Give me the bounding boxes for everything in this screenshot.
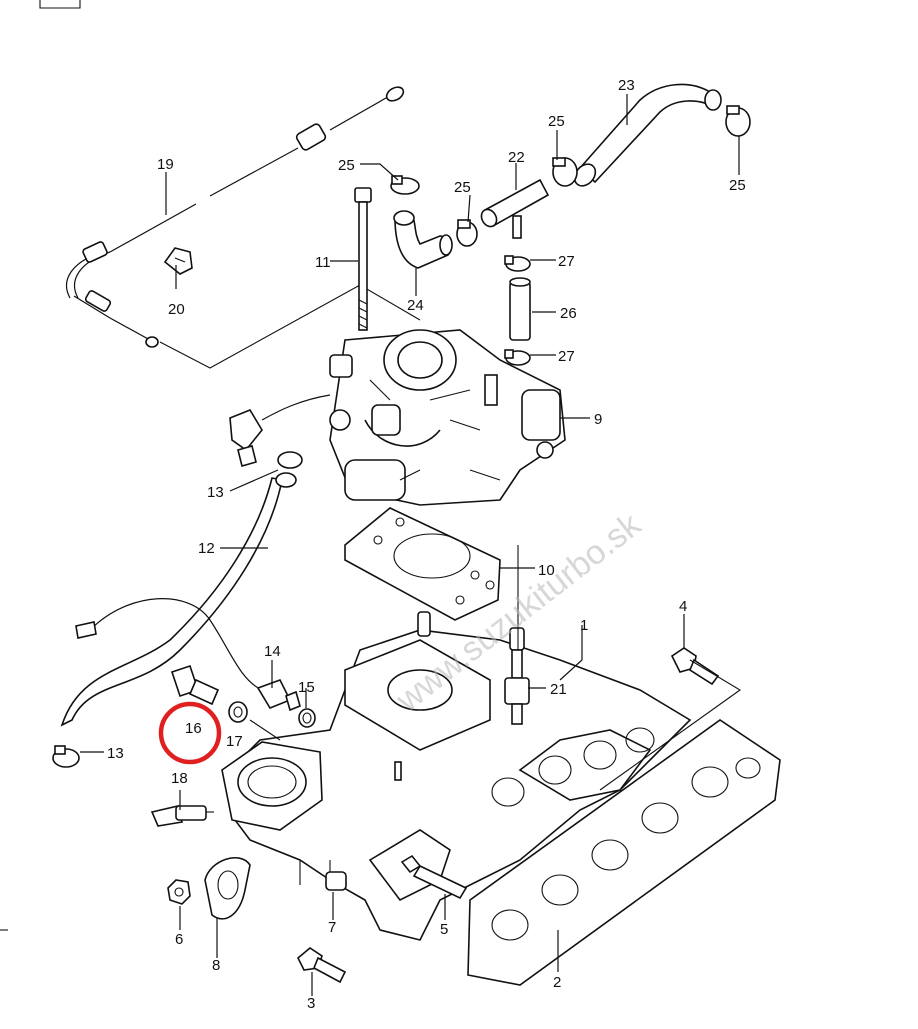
callout-labels: 1 2 3 4 5 6 7 8 9 10 11 12 13 13 14 15 1… <box>107 77 746 1012</box>
callout-2: 2 <box>553 974 561 991</box>
callout-17: 17 <box>226 733 243 750</box>
callout-24: 24 <box>407 297 424 314</box>
bolt-11 <box>354 187 372 331</box>
washer-17 <box>228 701 248 723</box>
hose-12 <box>60 472 297 727</box>
hose-clamp-27-b <box>504 349 531 366</box>
bolt-4 <box>670 647 720 686</box>
hose-clamp-13-b <box>52 745 80 768</box>
hose-clamp-25-b <box>456 219 478 247</box>
corner-marks <box>0 0 81 931</box>
callout-27-b: 27 <box>558 348 575 365</box>
alignment-lines <box>249 659 742 791</box>
callout-20: 20 <box>168 301 185 318</box>
callout-10: 10 <box>538 562 555 579</box>
callout-14: 14 <box>264 643 281 660</box>
callout-9: 9 <box>594 411 602 428</box>
callout-25-c: 25 <box>548 113 565 130</box>
callout-25-b: 25 <box>454 179 471 196</box>
callout-23: 23 <box>618 77 635 94</box>
wire-harness <box>75 598 263 691</box>
callout-13-lower: 13 <box>107 745 124 762</box>
hose-clamp-25-a <box>390 175 420 195</box>
callout-22: 22 <box>508 149 525 166</box>
callout-21: 21 <box>550 681 567 698</box>
carburetor <box>229 329 566 506</box>
callout-8: 8 <box>212 957 220 974</box>
washer-15 <box>298 708 316 728</box>
callout-19: 19 <box>157 156 174 173</box>
callout-5: 5 <box>440 921 448 938</box>
gasket-8 <box>204 856 251 920</box>
hose-clamp-25-c <box>552 157 578 187</box>
callout-12: 12 <box>198 540 215 557</box>
hose-clamp-13-a <box>277 451 303 469</box>
stud-21 <box>504 545 530 725</box>
callout-11: 11 <box>315 254 331 271</box>
gasket-10 <box>344 507 501 621</box>
callout-15: 15 <box>298 679 315 696</box>
hose-clamp-25-d <box>725 105 751 137</box>
pipe-22 <box>480 178 550 239</box>
callout-6: 6 <box>175 931 183 948</box>
highlight-ring <box>158 701 222 765</box>
hose-24 <box>393 210 453 269</box>
gasket-2 <box>467 719 781 986</box>
cap-7 <box>325 871 347 891</box>
hose-26 <box>509 277 531 341</box>
hose-clamp-27-a <box>504 255 531 272</box>
stud-5 <box>400 854 468 900</box>
callout-16: 16 <box>185 720 202 737</box>
callout-18: 18 <box>171 770 188 787</box>
hose-23 <box>573 83 722 187</box>
callout-3: 3 <box>307 995 315 1012</box>
bolt-3 <box>297 947 347 984</box>
intake-manifold <box>221 611 692 941</box>
callout-26: 26 <box>560 305 577 322</box>
callout-27-a: 27 <box>558 253 575 270</box>
nut-6 <box>167 879 191 905</box>
callout-1: 1 <box>580 617 588 634</box>
callout-13-upper: 13 <box>207 484 224 501</box>
sensor-14 <box>256 679 301 712</box>
cable-clip <box>163 247 193 275</box>
callout-25-d: 25 <box>729 177 746 194</box>
callout-4: 4 <box>679 598 687 615</box>
sensor-18 <box>150 805 214 827</box>
callout-25-a: 25 <box>338 157 355 174</box>
leader-lines <box>80 94 740 996</box>
switch-16 <box>170 664 220 706</box>
throttle-cable <box>65 86 421 369</box>
callout-7: 7 <box>328 919 336 936</box>
